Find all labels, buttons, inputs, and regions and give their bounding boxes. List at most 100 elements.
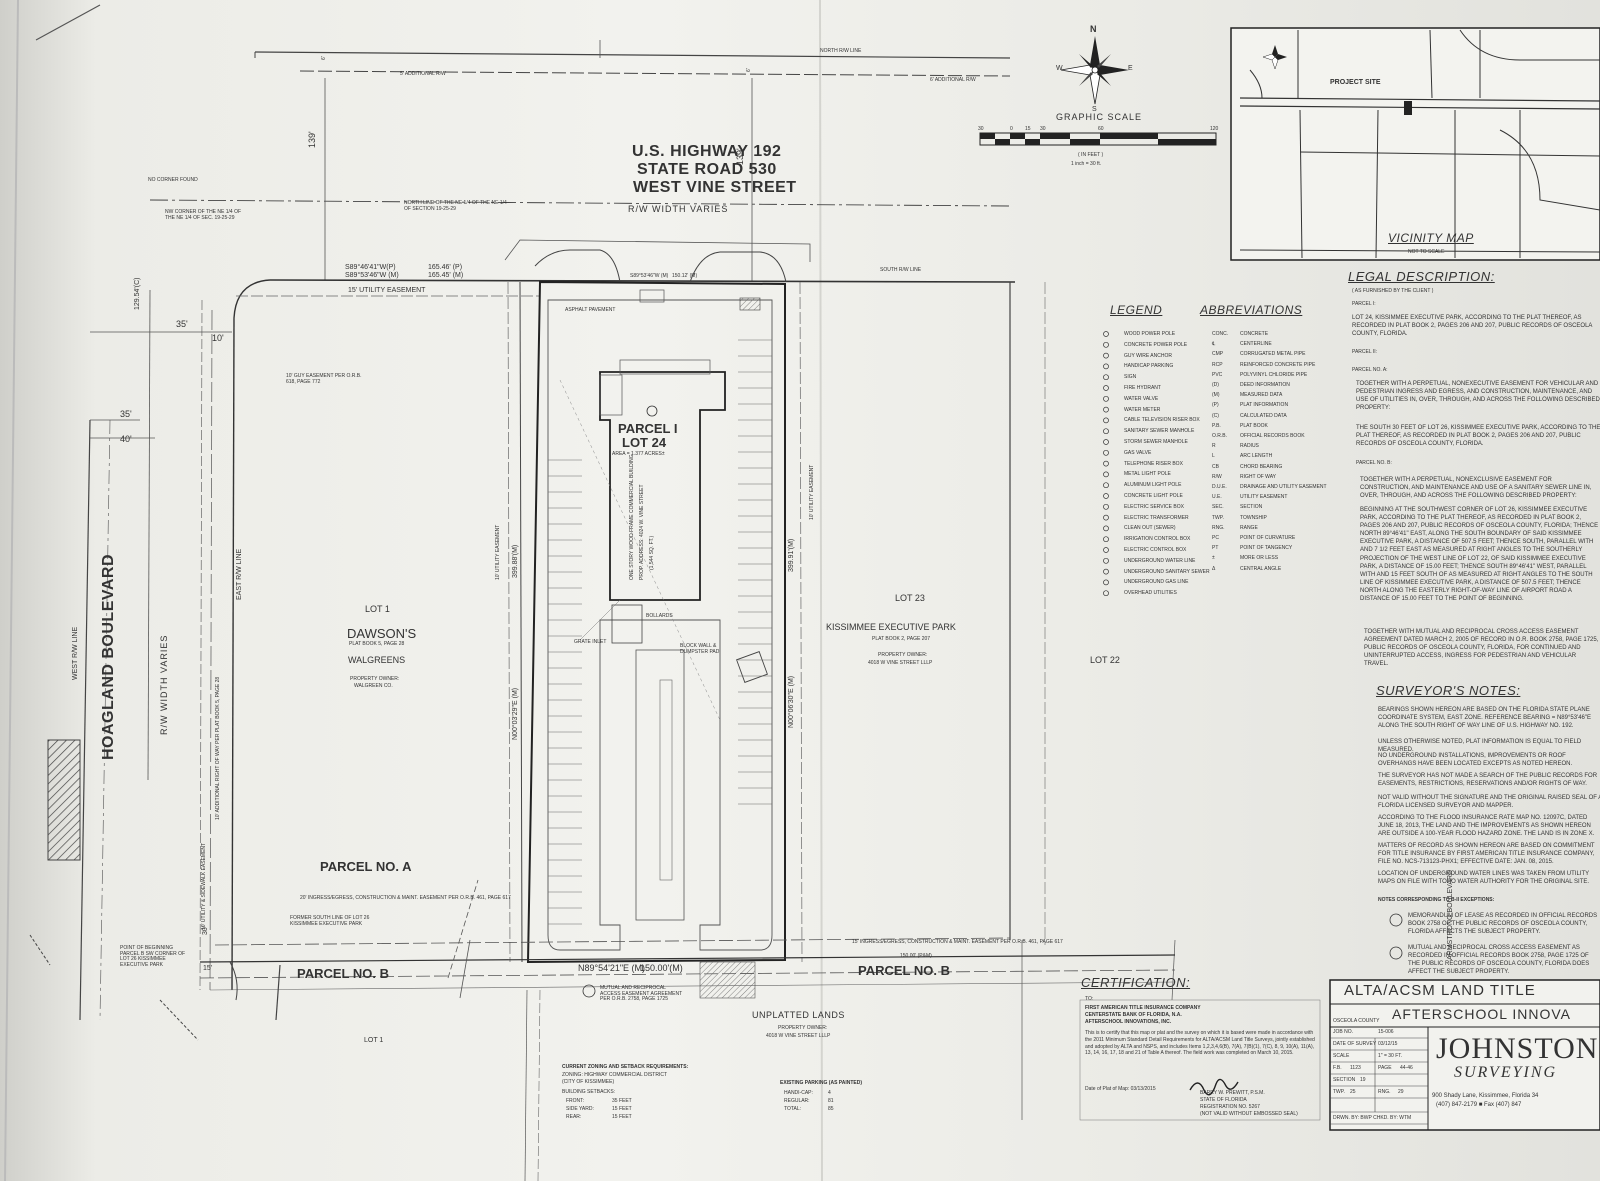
east-rw-label: EAST R/W LINE bbox=[236, 548, 243, 600]
west-bearing: N00°03'29"E (M) bbox=[512, 687, 519, 740]
abbrev-code: Δ bbox=[1212, 565, 1216, 572]
abbrev-code: TWP. bbox=[1212, 514, 1224, 521]
parcel-lot: LOT 24 bbox=[622, 435, 667, 450]
abbrev-title: ABBREVIATIONS bbox=[1200, 303, 1303, 317]
tb-twp: TWP. bbox=[1333, 1089, 1345, 1095]
abbrev-code: PVC bbox=[1212, 371, 1223, 378]
abbrev-code: ℄ bbox=[1212, 341, 1216, 348]
dawsons: DAWSON'S bbox=[347, 626, 417, 641]
legend-item: STORM SEWER MANHOLE bbox=[1124, 439, 1188, 445]
nw-ne-corner: NW CORNER OF THE NE 1/4 OF THE NE 1/4 OF… bbox=[165, 209, 242, 221]
note-5: NOT VALID WITHOUT THE SIGNATURE AND THE … bbox=[1378, 795, 1600, 810]
point-of-beginning: POINT OF BEGINNING PARCEL B SW CORNER OF… bbox=[120, 945, 186, 968]
legend-symbol bbox=[1103, 460, 1109, 467]
title-block-lines bbox=[1329, 979, 1600, 1131]
title-block-county: OSCEOLA COUNTY bbox=[1333, 1018, 1380, 1024]
lot1-south: LOT 1 bbox=[364, 1037, 384, 1044]
building-address: PROP. ADDRESS: 4024 W. VINE STREET bbox=[639, 484, 645, 581]
signature-stroke bbox=[1189, 1078, 1239, 1096]
legal-pa: PARCEL NO. A: bbox=[1352, 367, 1388, 373]
tb-scale-value: 1" = 30 FT. bbox=[1378, 1053, 1403, 1059]
parcel-b-south bbox=[199, 969, 1176, 979]
legend-symbol bbox=[1103, 406, 1109, 413]
legend-symbol bbox=[1103, 514, 1109, 521]
legal-pa-text2: THE SOUTH 30 FEET OF LOT 26, KISSIMMEE E… bbox=[1356, 425, 1600, 448]
cert-sig4: (NOT VALID WITHOUT EMBOSSED SEAL) bbox=[1200, 1111, 1298, 1117]
zoning-rear-value: 15 FEET bbox=[612, 1114, 632, 1120]
bollards: BOLLARDS bbox=[646, 613, 673, 619]
pavement-outline bbox=[547, 299, 773, 951]
abbrev-meaning: CHORD BEARING bbox=[1240, 463, 1283, 470]
abbrev-meaning: POLYVINYL CHLORIDE PIPE bbox=[1240, 371, 1308, 378]
lot1-north: LOT 1 bbox=[365, 604, 390, 614]
abbrev-meaning: CONCRETE bbox=[1240, 331, 1269, 337]
graphic-scale-unit: ( IN FEET ) bbox=[1078, 152, 1104, 158]
firm-name: JOHNSTON bbox=[1436, 1032, 1599, 1065]
cert-date: Date of Plat of Map: 03/13/2015 bbox=[1085, 1086, 1156, 1092]
legend-item: ALUMINUM LIGHT POLE bbox=[1124, 482, 1182, 489]
abbrev-meaning: MEASURED DATA bbox=[1240, 392, 1283, 399]
abbrev-code: O.R.B. bbox=[1212, 433, 1228, 439]
note-1: BEARINGS SHOWN HEREON ARE BASED ON THE F… bbox=[1378, 707, 1592, 730]
north-rw-label: NORTH R/W LINE bbox=[820, 48, 862, 54]
parking-stalls-west bbox=[548, 459, 582, 925]
parking-handicap: HANDI-CAP: bbox=[784, 1090, 813, 1096]
vicinity-title: VICINITY MAP bbox=[1388, 231, 1474, 245]
legend-symbol bbox=[1103, 385, 1109, 391]
legend-item: CONCRETE LIGHT POLE bbox=[1124, 493, 1183, 499]
abbrev-meaning: OFFICIAL RECORDS BOOK bbox=[1240, 433, 1305, 439]
note-3: NO UNDERGROUND INSTALLATIONS, IMPROVEMEN… bbox=[1378, 753, 1573, 768]
nw-corner: NO CORNER FOUND bbox=[148, 177, 198, 183]
parcel-b-east: PARCEL NO. B bbox=[858, 963, 950, 978]
additional-rw-line bbox=[299, 70, 1011, 77]
highway-rw: R/W WIDTH VARIES bbox=[628, 204, 729, 214]
legal-mutual: TOGETHER WITH MUTUAL AND RECIPROCAL CROS… bbox=[1364, 629, 1599, 668]
legend-item: WATER VALVE bbox=[1124, 395, 1159, 402]
legend-item: HANDICAP PARKING bbox=[1124, 363, 1174, 370]
parking-regular-value: 81 bbox=[828, 1098, 834, 1104]
firm-phone: (407) 847-2179 ■ Fax (407) 847 bbox=[1436, 1102, 1522, 1108]
legend-symbol bbox=[1103, 503, 1109, 510]
legal-pb-text: TOGETHER WITH A PERPETUAL, NONEXCLUSIVE … bbox=[1360, 477, 1592, 500]
bottom-dist-pm: 150.00' (P&M) bbox=[900, 953, 932, 959]
cert-title: CERTIFICATION: bbox=[1081, 975, 1191, 990]
scale-tick-15: 15 bbox=[1025, 126, 1031, 132]
west-utility-line bbox=[519, 281, 523, 963]
add-rw-line bbox=[209, 309, 213, 991]
legend-symbol bbox=[1103, 449, 1109, 456]
parking-regular: REGULAR: bbox=[784, 1098, 810, 1104]
utility-easement-10a: 10' UTILITY EASEMENT bbox=[495, 524, 501, 580]
unplatted-owner-label: PROPERTY OWNER: bbox=[778, 1025, 828, 1031]
covered-walk bbox=[619, 359, 711, 375]
abbrev-code: CMP bbox=[1212, 351, 1224, 358]
title-block-title: ALTA/ACSM LAND TITLE bbox=[1344, 982, 1536, 999]
tb-date: DATE OF SURVEY bbox=[1333, 1041, 1377, 1047]
scale-tick-30a: 30 bbox=[978, 126, 984, 132]
legend-item: CABLE TELEVISION RISER BOX bbox=[1124, 417, 1200, 424]
exception-9: MEMORANDUM OF LEASE AS RECORDED IN OFFIC… bbox=[1408, 913, 1598, 936]
legend-symbol bbox=[1103, 417, 1109, 424]
abbrev-code: (P) bbox=[1212, 402, 1219, 409]
dist-top-m: 165.45' (M) bbox=[428, 272, 464, 279]
cert-body: This is to certify that this map or plat… bbox=[1085, 1030, 1315, 1057]
legend-item: WOOD POWER POLE bbox=[1124, 331, 1176, 337]
abbrev-code: (C) bbox=[1212, 412, 1219, 419]
exception-10: MUTUAL AND RECIPROCAL CROSS ACCESS EASEM… bbox=[1408, 945, 1590, 976]
legend-symbol bbox=[1103, 374, 1109, 381]
legend-symbol bbox=[1103, 557, 1109, 564]
abbrev-meaning: RADIUS bbox=[1240, 443, 1259, 450]
abbrev-meaning: UTILITY EASEMENT bbox=[1240, 494, 1288, 501]
parking-total-value: 85 bbox=[828, 1106, 834, 1112]
corner-curve bbox=[233, 279, 271, 319]
road-curb bbox=[504, 239, 811, 262]
legend-item: SIGN bbox=[1124, 374, 1137, 381]
legal-pb-text2: BEGINNING AT THE SOUTHWEST CORNER OF LOT… bbox=[1360, 507, 1599, 603]
legend-item: ELECTRIC CONTROL BOX bbox=[1124, 547, 1187, 553]
dim-35a: 35' bbox=[176, 319, 188, 329]
legend-symbol bbox=[1103, 428, 1109, 435]
abbrev-meaning: REINFORCED CONCRETE PIPE bbox=[1240, 361, 1316, 368]
abbrev-meaning: RIGHT OF WAY bbox=[1240, 473, 1277, 480]
abbrev-meaning: RANGE bbox=[1240, 524, 1258, 531]
legal-p1-text: LOT 24, KISSIMMEE EXECUTIVE PARK, ACCORD… bbox=[1352, 315, 1593, 338]
corner-mark bbox=[35, 4, 101, 41]
